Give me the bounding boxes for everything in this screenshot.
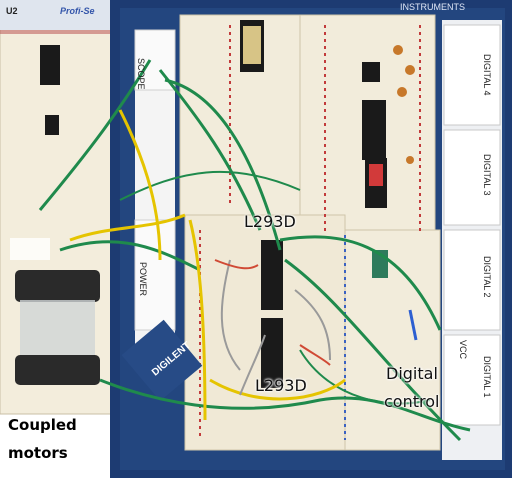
chip-label-top: L293D <box>244 212 296 231</box>
digital-1-panel <box>443 334 501 426</box>
wire-yellow-2 <box>188 219 207 421</box>
scope-panel <box>134 29 176 91</box>
wire-green-3 <box>164 78 282 251</box>
digital-4-panel <box>443 24 501 126</box>
wire-gray-3 <box>239 334 266 396</box>
digital-1-label: DIGITAL 1 <box>482 356 492 398</box>
motor-coupler <box>20 300 95 360</box>
dip-switch-top-face <box>243 26 261 64</box>
vcc-label: VCC <box>458 340 468 360</box>
capacitor-1 <box>393 45 403 55</box>
capacitor-3 <box>397 87 407 97</box>
wire-red-1 <box>214 259 259 270</box>
wire-yellow-1 <box>118 109 162 261</box>
wire-green-1 <box>38 59 152 211</box>
wire-green-2 <box>158 69 262 231</box>
motor-bottom-cap <box>15 355 100 385</box>
wire-green-6 <box>59 240 201 272</box>
digital-2-label: DIGITAL 2 <box>482 256 492 298</box>
digital-control-line1: Digital <box>386 364 438 383</box>
seven-segment-digit <box>369 164 383 186</box>
capacitor-2 <box>405 65 415 75</box>
wire-gray-2 <box>294 289 331 361</box>
left-board-header <box>0 0 120 30</box>
left-rail <box>0 30 120 34</box>
wire-green-7 <box>99 378 471 432</box>
wire-red-2 <box>299 344 331 366</box>
motor-top-cap <box>15 270 100 302</box>
wire-blue-1 <box>408 309 418 341</box>
l293d-chip-lower <box>261 318 283 388</box>
power-panel <box>134 219 176 331</box>
coupled-motors-line1: Coupled <box>8 416 77 434</box>
wire-green-9 <box>299 349 431 405</box>
board-label-u2: U2 <box>6 6 18 16</box>
dip-switch-left <box>40 45 60 85</box>
chip-label-bottom: L293D <box>255 376 307 395</box>
power-label: POWER <box>138 262 148 297</box>
breadboard-d <box>344 229 441 451</box>
board-brand: Profi-Se <box>60 6 95 16</box>
capacitor-4 <box>406 156 414 164</box>
digilent-plate <box>121 319 203 402</box>
wire-yellow-3 <box>69 213 186 242</box>
wire-green-8 <box>119 170 301 201</box>
digital-3-label: DIGITAL 3 <box>482 154 492 196</box>
small-chip-right <box>362 62 380 82</box>
instruments-brand: INSTRUMENTS <box>400 2 465 12</box>
wire-yellow-4 <box>209 378 346 401</box>
coupled-motors-line2: motors <box>8 444 68 462</box>
motor-bracket <box>10 238 50 260</box>
ic-chip-right <box>362 100 386 160</box>
l293d-chip-upper <box>261 240 283 310</box>
digital-4-label: DIGITAL 4 <box>482 54 492 96</box>
small-chip-left <box>45 115 59 135</box>
scope-label: SCOPE <box>136 58 146 90</box>
digital-3-panel <box>443 129 501 226</box>
wire-gray-1 <box>220 259 241 371</box>
wire-green-5 <box>284 258 462 442</box>
digital-control-line2: control <box>384 392 440 411</box>
digital-2-panel <box>443 229 501 331</box>
wire-green-4 <box>279 235 442 331</box>
